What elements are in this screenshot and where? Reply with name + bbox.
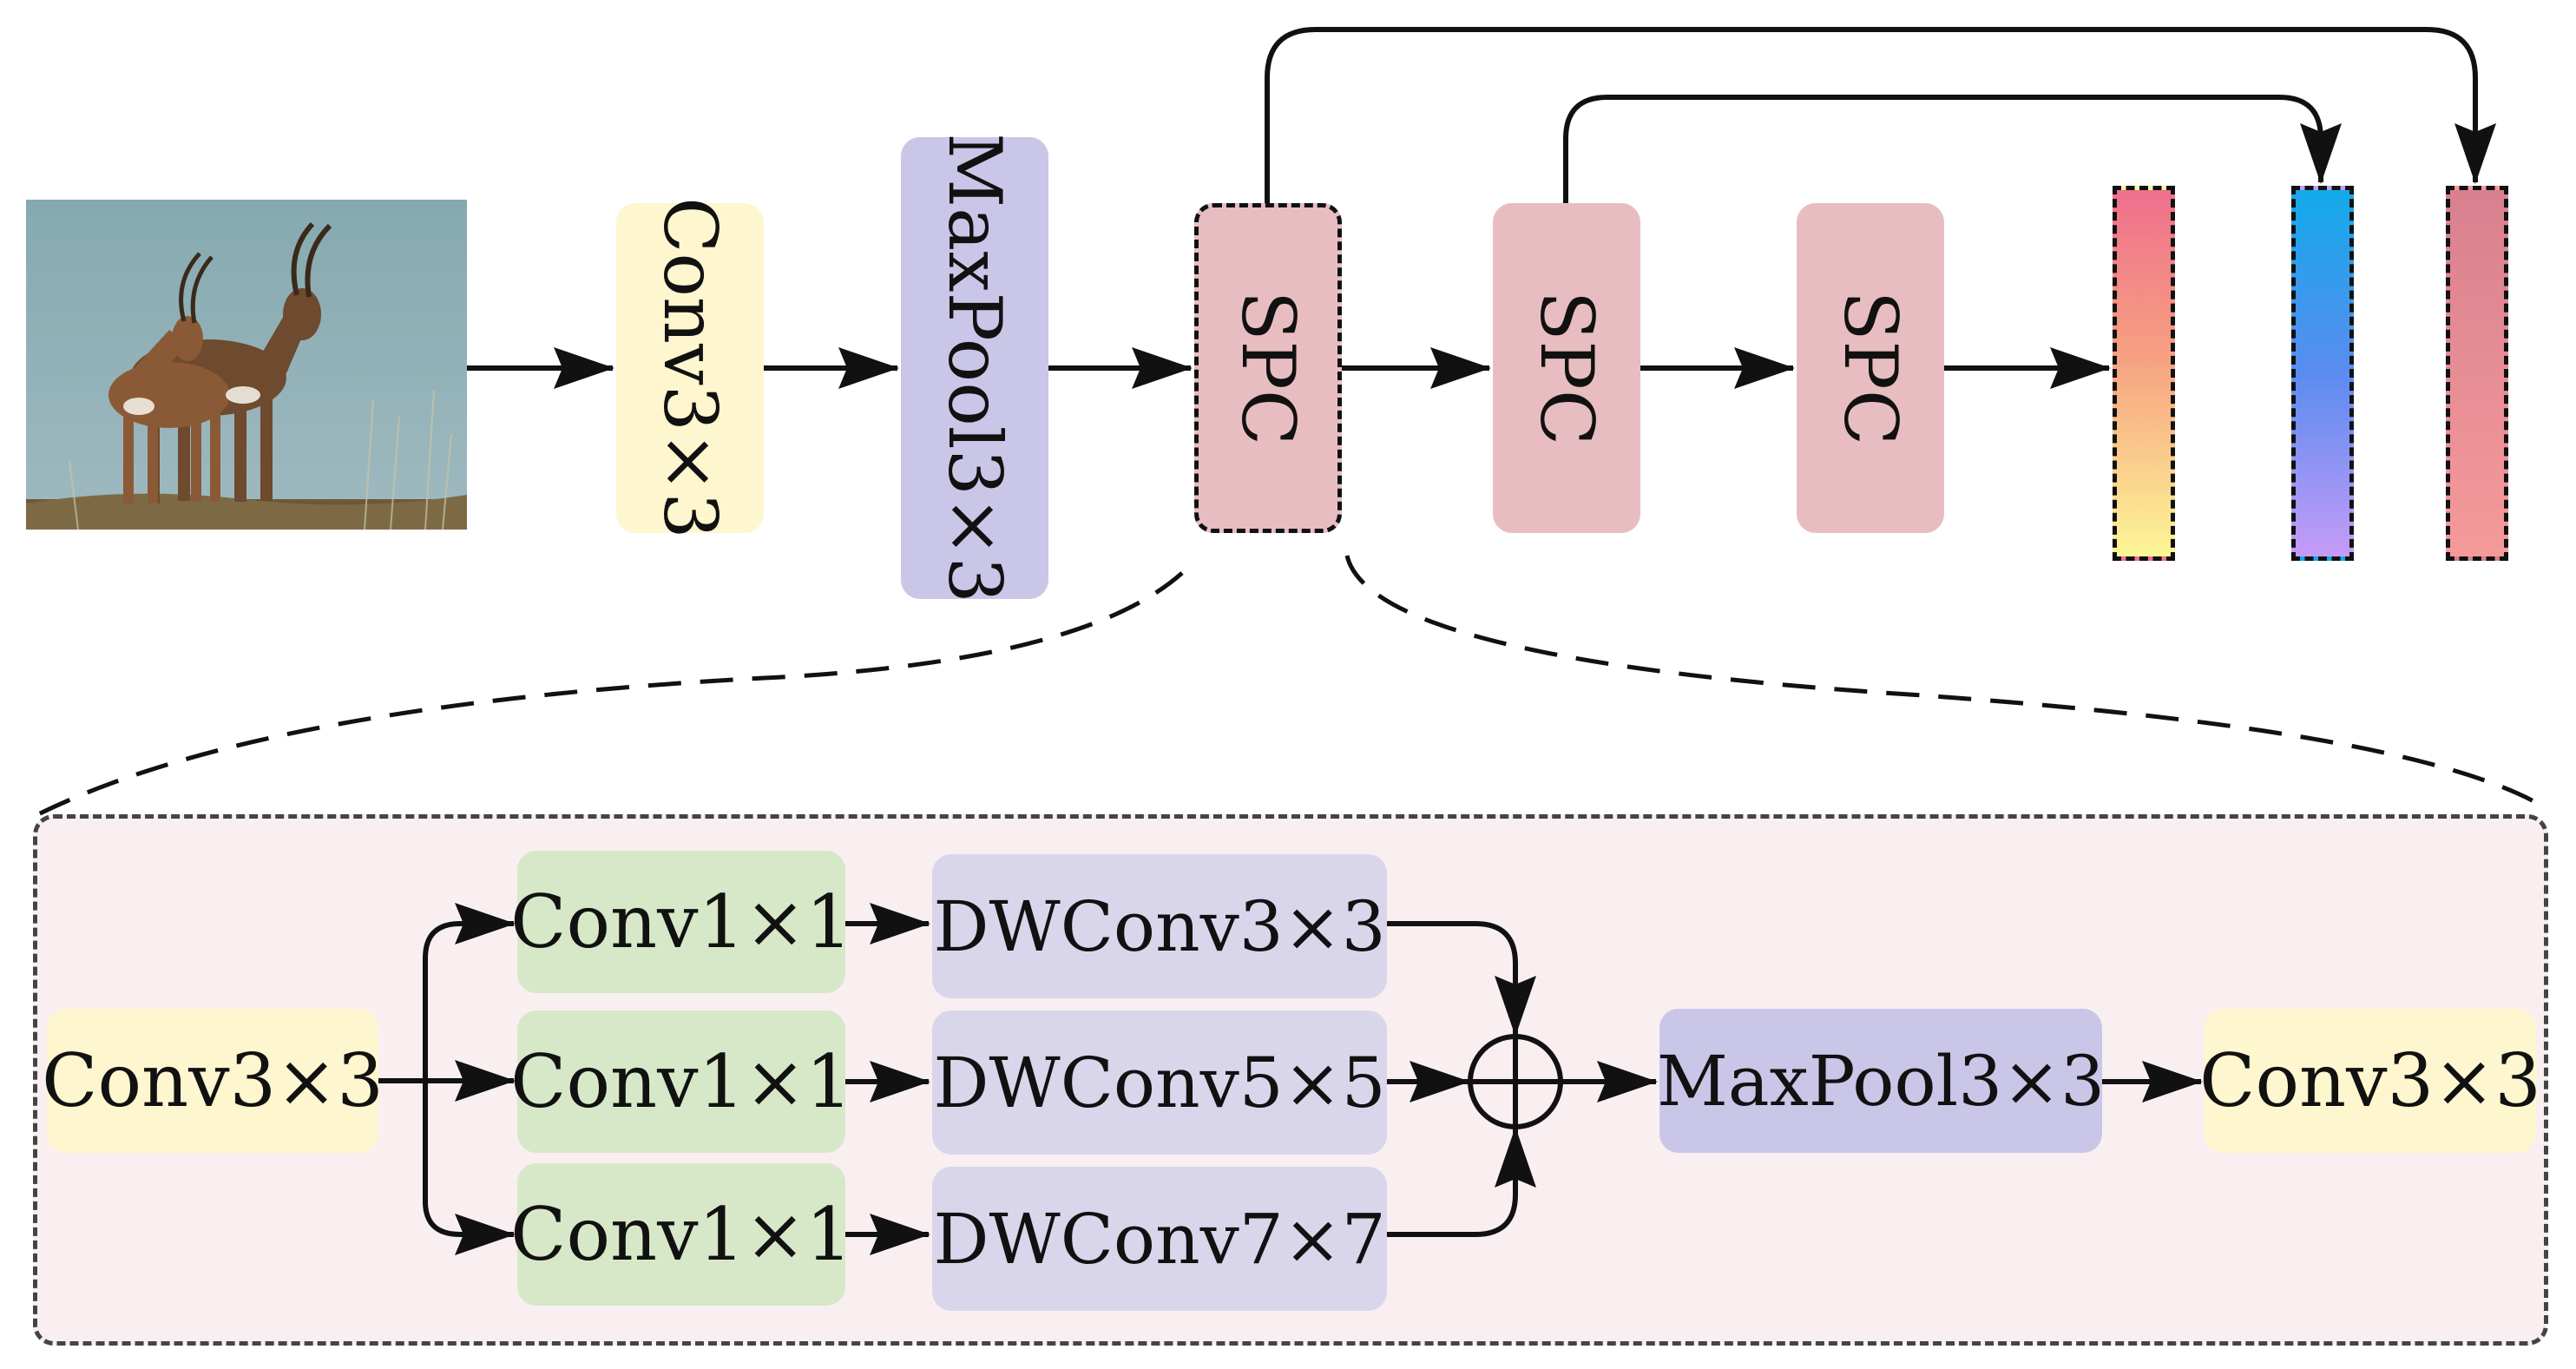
detail-input-conv-label: Conv3×3 xyxy=(42,1038,384,1123)
top-maxpool-block: MaxPool3×3 xyxy=(901,133,1048,603)
branch-1-conv1x1-block: Conv1×1 xyxy=(510,851,852,993)
feature-map-3 xyxy=(2446,186,2508,561)
branch-3-dwconv-block: DWConv7×7 xyxy=(932,1167,1387,1311)
top-spc-block-2: SPC xyxy=(1493,203,1640,533)
branch-1-dwconv-block: DWConv3×3 xyxy=(932,854,1387,998)
arrow-branch1-to-sum xyxy=(1387,921,1536,1037)
branch-3-dwconv-label: DWConv7×7 xyxy=(933,1198,1386,1280)
zoom-line-right xyxy=(1344,555,2546,810)
zoom-line-left xyxy=(33,571,1184,819)
branch-1-conv1x1-label: Conv1×1 xyxy=(510,879,852,964)
branch-2-dwconv-block: DWConv5×5 xyxy=(932,1010,1387,1155)
branch-2-conv1x1-block: Conv1×1 xyxy=(510,1010,852,1153)
branch-1-dwconv-label: DWConv3×3 xyxy=(933,885,1386,967)
input-image xyxy=(26,200,467,530)
circle-plus-icon xyxy=(1468,1034,1563,1129)
detail-maxpool-block: MaxPool3×3 xyxy=(1656,1009,2106,1153)
branch-2-conv1x1-label: Conv1×1 xyxy=(510,1039,852,1124)
branch-3-conv1x1-label: Conv1×1 xyxy=(510,1192,852,1277)
feature-map-1 xyxy=(2113,186,2175,561)
feature-map-2 xyxy=(2291,186,2354,561)
arrow-input-to-branch1 xyxy=(423,903,516,1081)
branch-2-dwconv-label: DWConv5×5 xyxy=(933,1042,1386,1123)
detail-maxpool-label: MaxPool3×3 xyxy=(1656,1040,2106,1122)
top-spc-block-1: SPC xyxy=(1194,203,1342,533)
detail-output-conv-block: Conv3×3 xyxy=(2199,1009,2541,1153)
skip-spc1-to-feature3 xyxy=(1265,27,2496,203)
top-conv3x3-block: Conv3×3 xyxy=(616,197,764,539)
skip-spc2-to-feature2 xyxy=(1563,95,2342,203)
arrow-input-to-branch3 xyxy=(423,1081,516,1255)
top-spc-block-3: SPC xyxy=(1797,203,1944,533)
arrow-branch3-to-sum xyxy=(1387,1127,1536,1237)
branch-3-conv1x1-block: Conv1×1 xyxy=(510,1163,852,1306)
detail-input-conv-block: Conv3×3 xyxy=(42,1009,384,1153)
detail-output-conv-label: Conv3×3 xyxy=(2199,1038,2541,1123)
